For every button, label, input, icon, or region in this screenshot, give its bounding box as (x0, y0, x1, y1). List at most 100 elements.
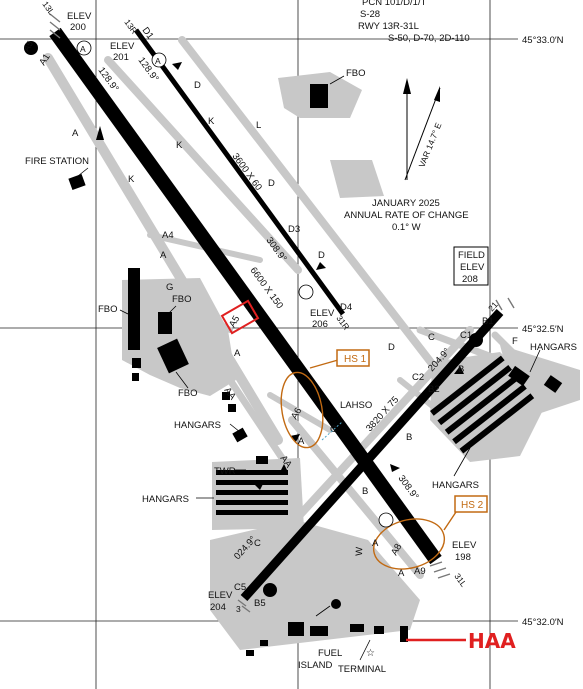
arrow-marker-3 (316, 262, 326, 270)
fbo-west-label: FBO (98, 304, 118, 315)
arrow-marker-4 (290, 434, 300, 442)
latitude-labels: 45°33.0′N 45°32.5′N 45°32.0′N (520, 31, 583, 628)
terminal-building-3 (374, 626, 384, 634)
hangars-east-label: HANGARS (530, 342, 577, 353)
fbo-south-label: FBO (178, 388, 198, 399)
ne-apron (330, 160, 384, 198)
rwy-text: RWY 13R-31L (358, 21, 419, 32)
east-hangar-2 (543, 375, 563, 393)
fbo-north-label: FBO (346, 68, 366, 79)
pcn-text: PCN 101/D/1/T (362, 0, 427, 8)
fbo-building-west-1 (128, 268, 140, 350)
a5-hold-circle (24, 41, 38, 55)
rwy-end-3: 3 (236, 604, 241, 614)
magvar-line3: 0.1° W (392, 222, 421, 233)
elevation-labels: ELEV 200 ELEV 201 ELEV 206 ELEV 198 ELEV… (67, 11, 489, 613)
fire-station-label: FIRE STATION (25, 156, 89, 167)
lahso-label: LAHSO (340, 400, 372, 411)
arrow-marker-1 (96, 126, 104, 140)
tx-k-1: K (128, 174, 135, 185)
east-apron (500, 345, 580, 420)
taxiway-k (104, 56, 302, 274)
tx-b-3: B (458, 364, 464, 375)
hs2-box (454, 495, 488, 513)
field-elev-label1: FIELD (458, 250, 485, 261)
magvar-line1: JANUARY 2025 (372, 198, 440, 209)
elev-31r-value: 206 (312, 319, 328, 330)
terminal-small-1 (260, 640, 268, 646)
taxiway-d (178, 36, 464, 404)
runways (49, 27, 504, 602)
facility-label-text: FBO FIRE STATION FBO FBO FBO HANGARS TWR… (25, 68, 577, 675)
hangar-west-2 (228, 404, 236, 412)
parking-marker-2 (378, 512, 394, 528)
taxiway-aa (226, 376, 294, 474)
svg-text:A: A (80, 44, 86, 54)
var-text: VAR 14.7° E (417, 121, 444, 169)
tx-d4: D4 (340, 302, 352, 313)
tx-d-2: D (268, 178, 275, 189)
tx-c1: C1 (460, 330, 472, 341)
runway-threshold-chevrons (49, 13, 515, 613)
hs2-label: HS 2 (461, 500, 484, 511)
hangar-west-3 (232, 427, 248, 443)
elev-13r-label: ELEV (110, 41, 135, 52)
rwy-end-31r: 31R (334, 313, 351, 331)
hotspot-1-oval (280, 371, 324, 449)
buildings (68, 84, 563, 656)
fbo-building-west-3 (157, 338, 189, 374)
hs1-box (336, 349, 370, 367)
hangars-se-label: HANGARS (432, 480, 479, 491)
threshold-13l (49, 13, 61, 39)
arrow-marker-5 (390, 464, 400, 472)
fuel-building (288, 622, 304, 636)
parking-marker-1 (298, 284, 314, 300)
twr-building (256, 456, 268, 464)
taxiway-a6 (267, 392, 333, 433)
tx-c-3: C (254, 538, 261, 549)
elev-3-label: ELEV (208, 590, 233, 601)
tx-b1: B1 (482, 316, 494, 327)
arrow-marker-6 (454, 366, 464, 374)
svg-text:A: A (155, 56, 161, 66)
rwy-end-31l: 31L (452, 571, 469, 589)
small-building-2 (132, 373, 139, 381)
east-hangar-1 (508, 365, 530, 387)
field-elev-label2: ELEV (460, 262, 485, 273)
hs1-label: HS 1 (344, 354, 367, 365)
tx-d-4: D (388, 342, 395, 353)
magnetic-variation: VAR 14.7° E JANUARY 2025 ANNUAL RATE OF … (344, 78, 469, 233)
tx-a-6: A (372, 538, 379, 549)
elev-13l-value: 200 (70, 22, 86, 33)
lahso-dashed-line (321, 421, 343, 441)
lat-top-label: 45°33.0′N (522, 35, 564, 46)
runway-3-21 (240, 308, 504, 602)
tx-d-3: D (318, 250, 325, 261)
strength-text: S-50, D-70, 2D-110 (388, 33, 470, 44)
terminal-building-1 (310, 626, 328, 636)
island-label: ISLAND (298, 660, 332, 671)
elev-31r-label: ELEV (310, 308, 335, 319)
threshold-3 (237, 599, 251, 613)
mag-north-arrow (434, 86, 440, 102)
parking-marker-4 (469, 333, 483, 347)
hold-short-markers (96, 62, 464, 490)
hangars-west-label: HANGARS (174, 420, 221, 431)
taxiway-labels: A5 A A A1 D1 A K K K D D D D L D3 D4 A4 … (21, 25, 518, 609)
fire-station-building (68, 173, 86, 191)
tx-b2: B2 (428, 384, 440, 395)
fbo-building-north (310, 84, 328, 108)
tx-w: W (354, 547, 365, 556)
hotspot-ovals (280, 359, 457, 570)
fbo-building-west-2 (158, 312, 172, 334)
tx-l: L (256, 120, 261, 131)
tx-g: G (166, 282, 173, 293)
tx-a9: A9 (414, 566, 426, 577)
fbo-mid-label: FBO (172, 294, 192, 305)
haa-annotation-text: HAA (468, 629, 516, 653)
fuel-label: FUEL (318, 648, 342, 659)
fuel-island-marker (331, 599, 341, 609)
tx-a-4: A (298, 436, 305, 447)
true-north-arrow (403, 78, 411, 94)
runway-13r-31r (133, 28, 346, 316)
